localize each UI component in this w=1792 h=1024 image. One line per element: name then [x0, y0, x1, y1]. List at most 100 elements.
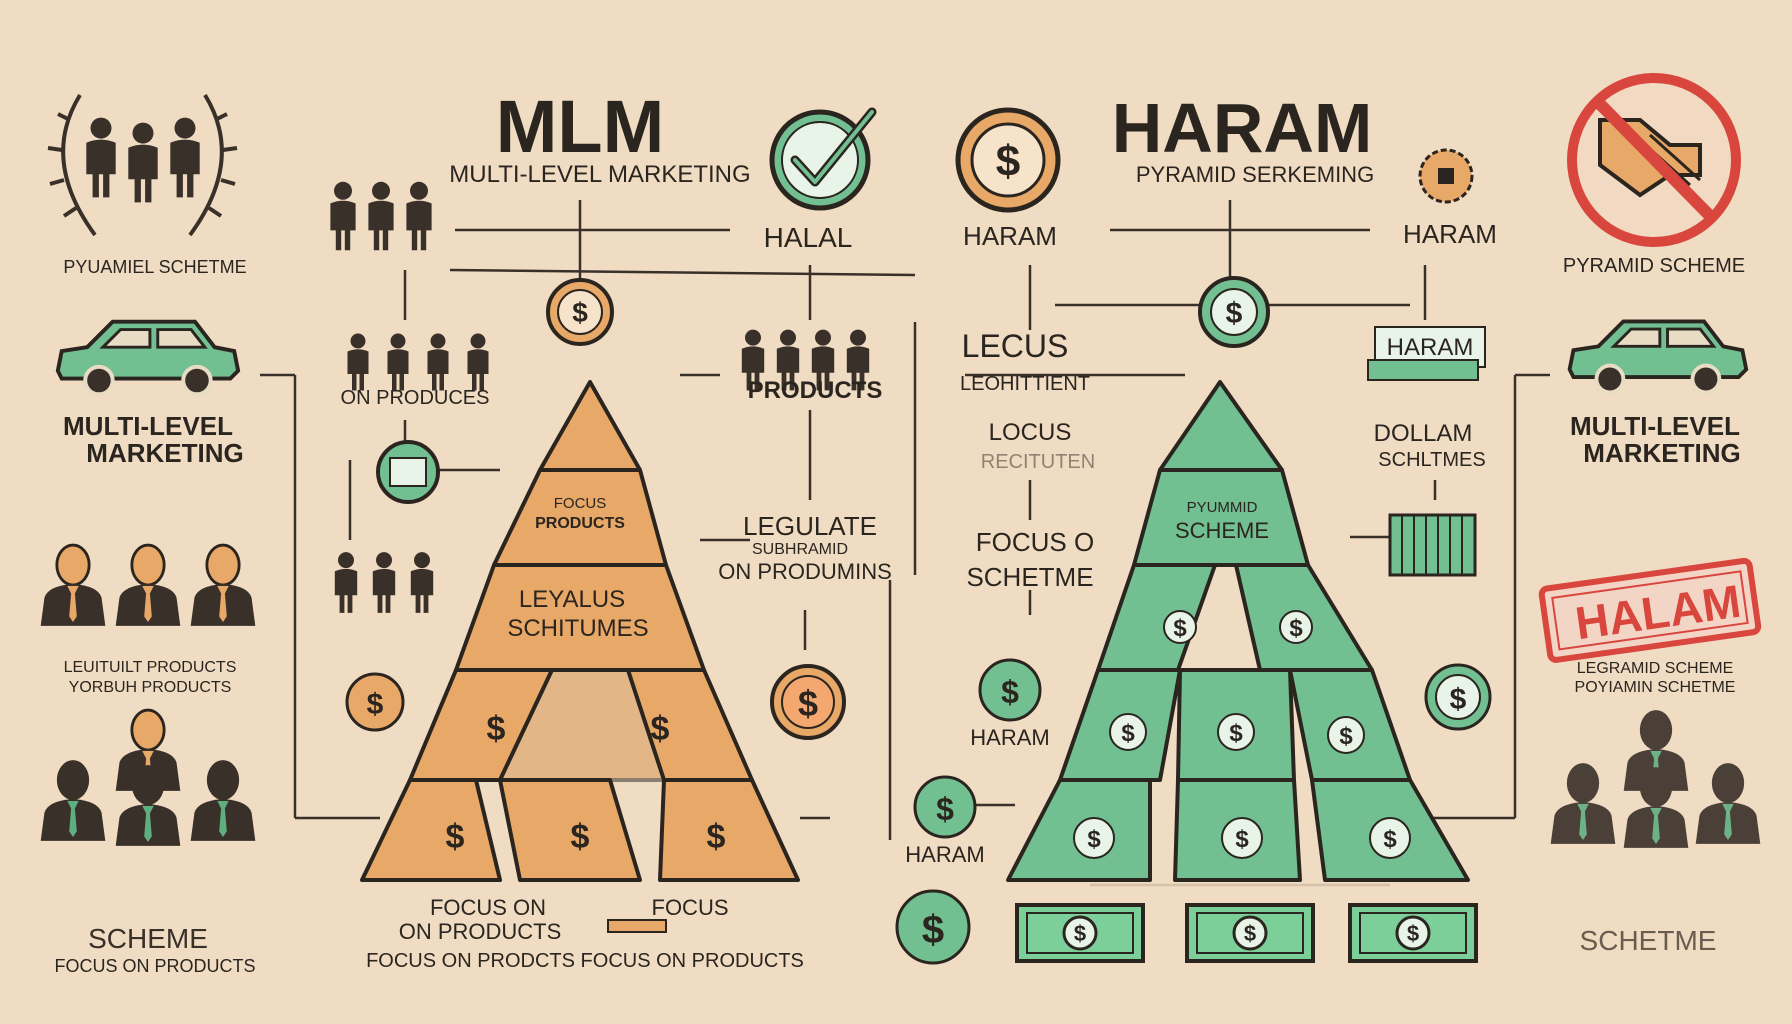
no-handshake-icon [1567, 73, 1741, 247]
focus-right: FOCUS [652, 895, 729, 920]
bill-badge-icon [376, 440, 440, 504]
haram-panel: HARAM PYRAMID SERKEMING $ HARAM HARAM $ … [895, 89, 1497, 965]
haram-pyramid-level2-line2: SCHEME [1175, 518, 1269, 543]
check-icon [769, 107, 877, 211]
mlm-pyramid-dollar-marks: $ $ $ $ $ [446, 710, 726, 856]
coin-right-icon: $ [770, 664, 846, 740]
dollam-line1: DOLLAM [1374, 420, 1473, 447]
team-icon [86, 117, 200, 203]
side-right-scheme: SCHETME [1580, 925, 1717, 956]
mlm-title: MLM [496, 85, 665, 168]
haram-tag-icon [1367, 326, 1486, 381]
haram-low: HARAM [905, 842, 984, 867]
mlm-subtitle: MULTI-LEVEL MARKETING [449, 161, 750, 188]
car-icon [1567, 319, 1749, 395]
products-right: PRODUCTS [748, 377, 883, 404]
coin-green-right-icon: $ [1424, 663, 1492, 731]
people-top-icon [330, 181, 432, 251]
coin-green-top-icon: $ [1198, 276, 1270, 348]
coin-left-icon: $ [345, 672, 405, 732]
laurel-icon [47, 93, 238, 237]
svg-text:$: $ [1226, 297, 1243, 330]
haram-subtitle: PYRAMID SERKEMING [1136, 162, 1374, 187]
bill-stack-icon [607, 919, 667, 933]
coin-green-low-icon: $ [913, 775, 977, 839]
coin-top-icon: $ [546, 278, 614, 346]
dollam-line2: SCHLTMES [1378, 449, 1485, 471]
side-right-pyramid-scheme: PYRAMID SCHEME [1563, 255, 1745, 277]
mlm-pyramid [360, 380, 800, 882]
group-icon [40, 708, 256, 846]
focus-bottom: FOCUS ON PRODCTS FOCUS ON PRODUCTS [366, 950, 804, 972]
side-left-mlm-line1: MULTI-LEVEL [63, 411, 233, 441]
haram-left: HARAM [963, 221, 1057, 251]
svg-text:$: $ [487, 710, 506, 748]
products-left: ON PRODUCES [341, 387, 490, 409]
svg-text:$: $ [1001, 674, 1019, 710]
svg-text:$: $ [922, 908, 944, 952]
svg-text:$: $ [1235, 826, 1249, 853]
svg-text:$: $ [1450, 683, 1467, 716]
svg-text:$: $ [571, 818, 590, 856]
side-left-scheme-sub: FOCUS ON PRODUCTS [54, 956, 255, 976]
cash-crate-icon [1388, 513, 1477, 577]
haram-stamp-icon [1538, 557, 1762, 663]
haram-right: HARAM [1403, 219, 1497, 249]
svg-text:$: $ [572, 297, 588, 328]
mlm-pyramid-level2-line1: FOCUS [554, 495, 607, 512]
side-left-scheme: SCHEME [88, 923, 208, 954]
svg-text:$: $ [1121, 720, 1135, 747]
svg-text:$: $ [1229, 720, 1243, 747]
haram-mid: HARAM [970, 725, 1049, 750]
mlm-panel: MLM MULTI-LEVEL MARKETING HALAL $ ON PRO… [330, 85, 892, 972]
legulate-line2: SUBHRAMID [752, 541, 848, 558]
side-left-legit-line1: LEUITUILT PRODUCTS [64, 659, 237, 676]
svg-text:$: $ [996, 137, 1020, 186]
lecus-line1: LECUS [962, 328, 1069, 364]
legulate-line1: LEGULATE [743, 511, 877, 541]
seal-icon [1418, 148, 1474, 204]
people-low-left-icon [334, 552, 434, 613]
banknotes-icon [1015, 903, 1478, 963]
svg-text:$: $ [1339, 723, 1353, 750]
haram-pyramid-dollar-marks: $ $ $ $ $ $ $ $ [1073, 610, 1411, 859]
mlm-pyramid-level3-line1: LEYALUS [519, 586, 625, 613]
svg-text:$: $ [936, 791, 954, 827]
side-left-mlm-line2: MARKETING [86, 438, 243, 468]
side-left-pyramid-scheme: PYUAMIEL SCHETME [63, 257, 246, 277]
halal-label: HALAL [764, 222, 853, 253]
dollar-badge-icon: $ [955, 107, 1061, 213]
businessmen-icon [39, 543, 257, 628]
svg-text:$: $ [1383, 826, 1397, 853]
mlm-pyramid-level3-line2: SCHITUMES [507, 615, 648, 642]
coin-green-mid-icon: $ [978, 658, 1042, 722]
car-icon [58, 322, 238, 395]
side-right-mlm-line2: MARKETING [1583, 438, 1740, 468]
locus-line1: LOCUS [989, 419, 1072, 446]
coin-green-bottom-icon: $ [895, 889, 971, 965]
lecus-line2: LEOHITTIENT [960, 373, 1090, 395]
focus-left-line2: ON PRODUCTS [399, 919, 562, 944]
legulate-line3: ON PRODUMINS [718, 559, 892, 584]
side-right-legit-line1: LEGRAMID SCHEME [1577, 660, 1733, 677]
svg-text:$: $ [1173, 615, 1187, 642]
locus-line2: RECITUTEN [981, 451, 1095, 473]
focus-o-line2: SCHETME [966, 562, 1093, 592]
side-right-legit-line2: POYIAMIN SCHETME [1575, 679, 1736, 696]
connector-lines [260, 200, 1550, 887]
group-right-icon [1550, 710, 1761, 848]
svg-text:$: $ [707, 818, 726, 856]
haram-tag: HARAM [1387, 334, 1474, 361]
haram-pyramid-level2-line1: PYUMMID [1187, 499, 1258, 516]
people-mid-left-icon [347, 333, 489, 391]
side-right-mlm-line1: MULTI-LEVEL [1570, 411, 1740, 441]
haram-title: HARAM [1112, 89, 1373, 167]
focus-left-line1: FOCUS ON [430, 895, 546, 920]
svg-text:$: $ [798, 683, 818, 724]
focus-o-line1: FOCUS O [976, 527, 1094, 557]
svg-text:$: $ [1289, 615, 1303, 642]
side-left-legit-line2: YORBUH PRODUCTS [69, 679, 232, 696]
svg-text:$: $ [446, 818, 465, 856]
svg-text:$: $ [1087, 826, 1101, 853]
svg-text:$: $ [367, 688, 384, 721]
